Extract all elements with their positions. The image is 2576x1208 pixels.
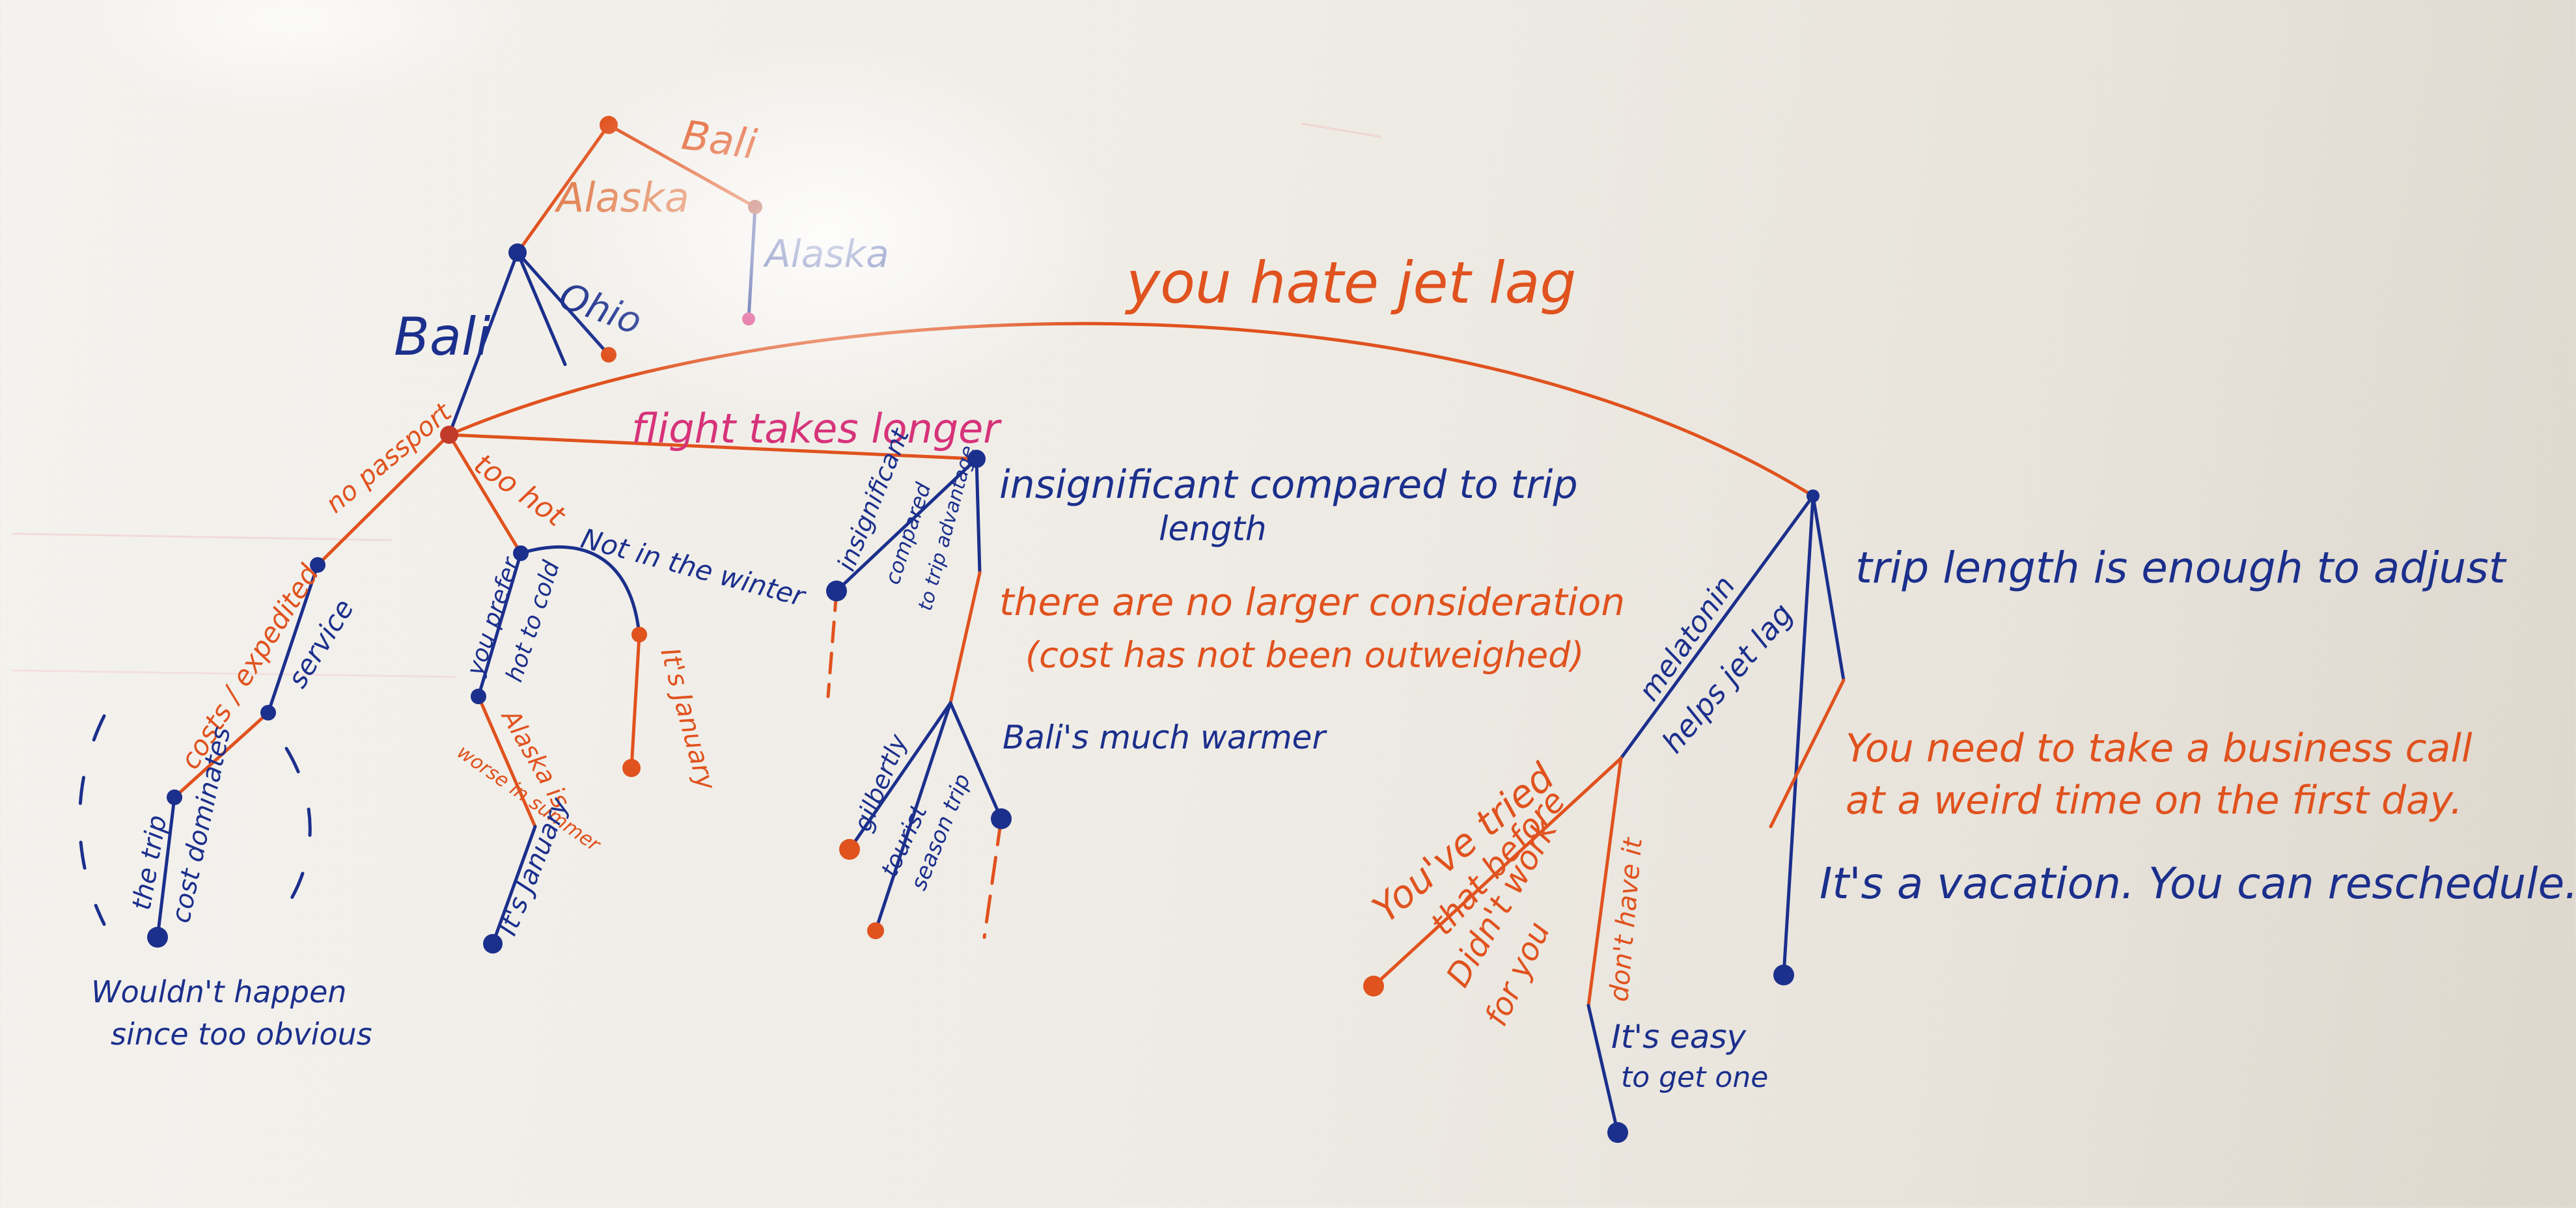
label-no-larger-2: (cost has not been outweighed) bbox=[1025, 635, 1585, 676]
label-since-too-obvious: since too obvious bbox=[111, 1017, 372, 1052]
label-its-january: It's January bbox=[654, 645, 721, 794]
label-business-1: You need to take a business call bbox=[1846, 726, 2472, 771]
label-alaska-top: Alaska bbox=[554, 174, 689, 221]
label-length: length bbox=[1159, 510, 1267, 549]
label-alaska-right: Alaska bbox=[762, 232, 889, 276]
label-to-get-one: to get one bbox=[1621, 1061, 1768, 1094]
label-its-easy: It's easy bbox=[1611, 1018, 1747, 1056]
label-ohio: Ohio bbox=[553, 275, 647, 343]
label-to-trip-adv: to trip advantage bbox=[914, 443, 980, 613]
label-bali-left: Bali bbox=[394, 307, 490, 367]
label-vacation: It's a vacation. You can reschedule. bbox=[1820, 858, 2576, 909]
label-insignificant-long: insignificant compared to trip bbox=[999, 462, 1578, 508]
label-no-passport: no passport bbox=[320, 397, 458, 519]
label-wouldnt-happen: Wouldn't happen bbox=[91, 974, 346, 1009]
label-flight-longer: flight takes longer bbox=[631, 405, 1002, 452]
label-bali-top: Bali bbox=[679, 111, 760, 169]
label-jet-lag: you hate jet lag bbox=[1124, 249, 1576, 316]
label-bali-warmer: Bali's much warmer bbox=[1003, 719, 1327, 756]
label-business-2: at a weird time on the first day. bbox=[1846, 778, 2463, 823]
label-no-larger-1: there are no larger consideration bbox=[999, 580, 1625, 624]
label-trip-length-enough: trip length is enough to adjust bbox=[1855, 543, 2507, 593]
label-dont-have-it: don't have it bbox=[1604, 836, 1648, 1003]
